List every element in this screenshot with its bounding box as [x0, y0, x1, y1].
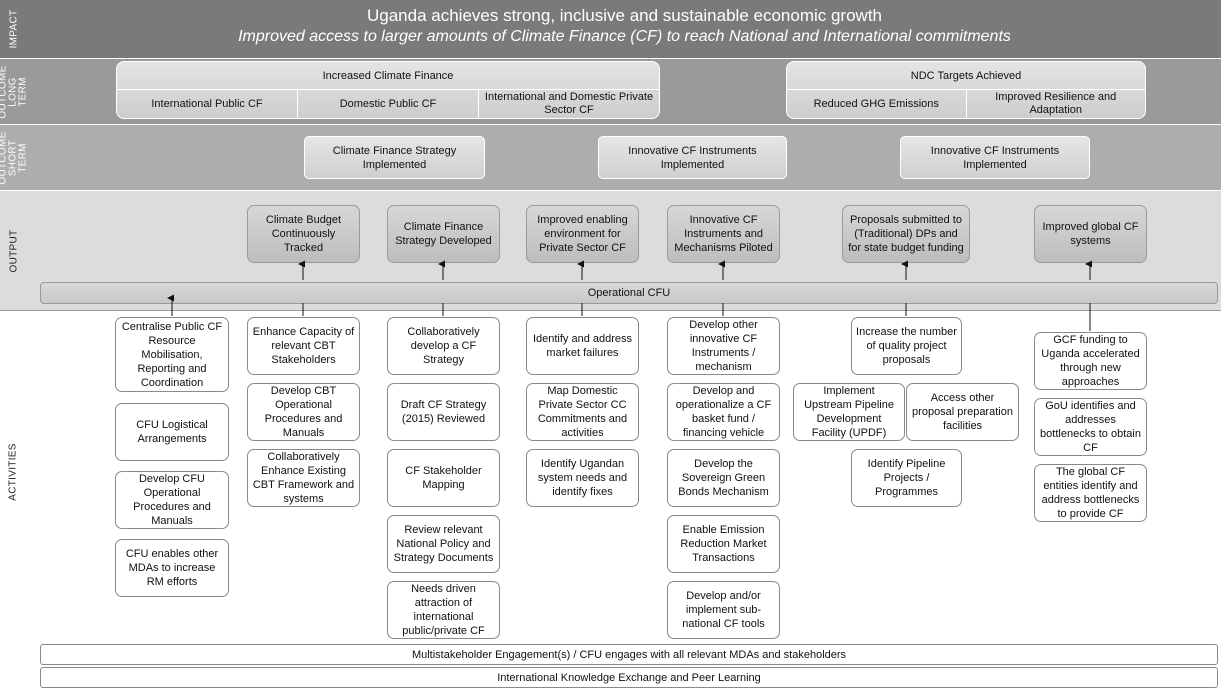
ndc-targets-group: NDC Targets Achieved Reduced GHG Emissio… [786, 61, 1146, 119]
output-global-cf-systems: Improved global CF systems [1034, 205, 1147, 263]
activity-cfu-logistics: CFU Logistical Arrangements [115, 403, 229, 461]
ndc-targets-header: NDC Targets Achieved [787, 62, 1145, 90]
activities-band-label: ACTIVITIES [8, 443, 20, 501]
activity-proposal-facilities: Access other proposal preparation facili… [906, 383, 1019, 441]
short-term-band-label: OUTCOME SHORT TERM [0, 130, 29, 185]
output-band: OUTPUT Climate Budget Continuously Track… [0, 190, 1221, 310]
activity-cbt-procedures: Develop CBT Operational Procedures and M… [247, 383, 360, 441]
impact-band-label: IMPACT [8, 9, 19, 49]
improved-resilience: Improved Resilience and Adaptation [995, 91, 1117, 116]
activity-map-private-sector: Map Domestic Private Sector CC Commitmen… [526, 383, 639, 441]
output-cf-strategy-developed: Climate Finance Strategy Developed [387, 205, 500, 263]
private-sector-cf: International and Domestic Private Secto… [484, 91, 654, 116]
short-term-outcome-instruments-1: Innovative CF Instruments Implemented [598, 136, 787, 179]
activity-enhance-cbt-capacity: Enhance Capacity of relevant CBT Stakeho… [247, 317, 360, 375]
activity-needs-driven-attraction: Needs driven attraction of international… [387, 581, 500, 639]
operational-cfu-bar: Operational CFU [40, 282, 1218, 304]
increased-climate-finance-group: Increased Climate Finance International … [116, 61, 660, 119]
activity-review-policy: Review relevant National Policy and Stra… [387, 515, 500, 573]
impact-title: Uganda achieves strong, inclusive and su… [366, 6, 883, 25]
activity-cfu-procedures: Develop CFU Operational Procedures and M… [115, 471, 229, 529]
activity-updf: Implement Upstream Pipeline Development … [793, 383, 905, 441]
short-term-outcome-instruments-2: Innovative CF Instruments Implemented [900, 136, 1090, 179]
activity-global-entities: The global CF entities identify and addr… [1034, 464, 1147, 522]
activity-subnational-tools: Develop and/or implement sub-national CF… [667, 581, 780, 639]
activity-centralise-public-cf: Centralise Public CF Resource Mobilisati… [115, 317, 229, 392]
activity-basket-fund: Develop and operationalize a CF basket f… [667, 383, 780, 441]
activity-green-bonds: Develop the Sovereign Green Bonds Mechan… [667, 449, 780, 507]
reduced-ghg-emissions: Reduced GHG Emissions [787, 90, 967, 118]
output-private-sector-environment: Improved enabling environment for Privat… [526, 205, 639, 263]
long-term-band-label: OUTCOME LONG TERM [0, 64, 29, 119]
activity-draft-strategy-reviewed: Draft CF Strategy (2015) Reviewed [387, 383, 500, 441]
output-instruments-piloted: Innovative CF Instruments and Mechanisms… [667, 205, 780, 263]
international-public-cf: International Public CF [117, 90, 298, 118]
multistakeholder-engagement-bar: Multistakeholder Engagement(s) / CFU eng… [40, 644, 1218, 665]
domestic-public-cf: Domestic Public CF [298, 90, 479, 118]
impact-band: IMPACT Uganda achieves strong, inclusive… [0, 0, 1221, 58]
short-term-outcome-cf-strategy: Climate Finance Strategy Implemented [304, 136, 485, 179]
activity-stakeholder-mapping: CF Stakeholder Mapping [387, 449, 500, 507]
activity-gcf-funding: GCF funding to Uganda accelerated throug… [1034, 332, 1147, 390]
activity-other-instruments: Develop other innovative CF Instruments … [667, 317, 780, 375]
activity-emission-reduction: Enable Emission Reduction Market Transac… [667, 515, 780, 573]
activity-market-failures: Identify and address market failures [526, 317, 639, 375]
activity-gou-bottlenecks: GoU identifies and addresses bottlenecks… [1034, 398, 1147, 456]
knowledge-exchange-bar: International Knowledge Exchange and Pee… [40, 667, 1218, 688]
output-proposals-submitted: Proposals submitted to (Traditional) DPs… [842, 205, 970, 263]
activity-pipeline-projects: Identify Pipeline Projects / Programmes [851, 449, 962, 507]
output-climate-budget-tracked: Climate Budget Continuously Tracked [247, 205, 360, 263]
activity-cbt-framework: Collaboratively Enhance Existing CBT Fra… [247, 449, 360, 507]
activity-system-needs: Identify Ugandan system needs and identi… [526, 449, 639, 507]
activity-cfu-enables-mdas: CFU enables other MDAs to increase RM ef… [115, 539, 229, 597]
short-term-outcome-band: OUTCOME SHORT TERM Climate Finance Strat… [0, 124, 1221, 190]
increased-climate-finance-header: Increased Climate Finance [117, 62, 659, 90]
impact-subtitle: Improved access to larger amounts of Cli… [238, 28, 1011, 45]
long-term-outcome-band: OUTCOME LONG TERM Increased Climate Fina… [0, 58, 1221, 124]
activities-band: ACTIVITIES Centralise Public CF Resource… [0, 310, 1221, 693]
activity-develop-cf-strategy: Collaboratively develop a CF Strategy [387, 317, 500, 375]
output-band-label: OUTPUT [8, 229, 20, 272]
activity-quality-proposals: Increase the number of quality project p… [851, 317, 962, 375]
